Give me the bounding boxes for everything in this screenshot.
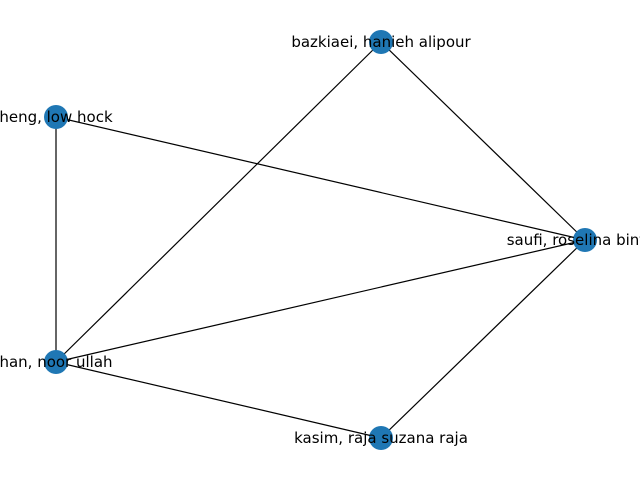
graph-labels: bazkiaei, hanieh alipour saufi, roselina … [0,33,640,447]
node-label: bazkiaei, hanieh alipour [291,33,471,51]
graph-edge [55,361,382,439]
graph-node [44,105,68,129]
graph-node [44,350,68,374]
graph-node [369,30,393,54]
node-label: han, noor ullah [0,353,113,371]
graph-nodes [44,30,597,450]
node-label: heng, low hock [0,108,113,126]
graph-edges [55,41,586,439]
graph-edge [55,239,586,363]
node-label: saufi, roselina binti a [507,231,640,249]
graph-edge [380,41,586,241]
graph-node [369,426,393,450]
node-label: kasim, raja suzana raja [294,429,468,447]
graph-edge [380,239,586,439]
graph-edge [55,41,382,363]
graph-edge [55,116,586,241]
graph-node [573,228,597,252]
